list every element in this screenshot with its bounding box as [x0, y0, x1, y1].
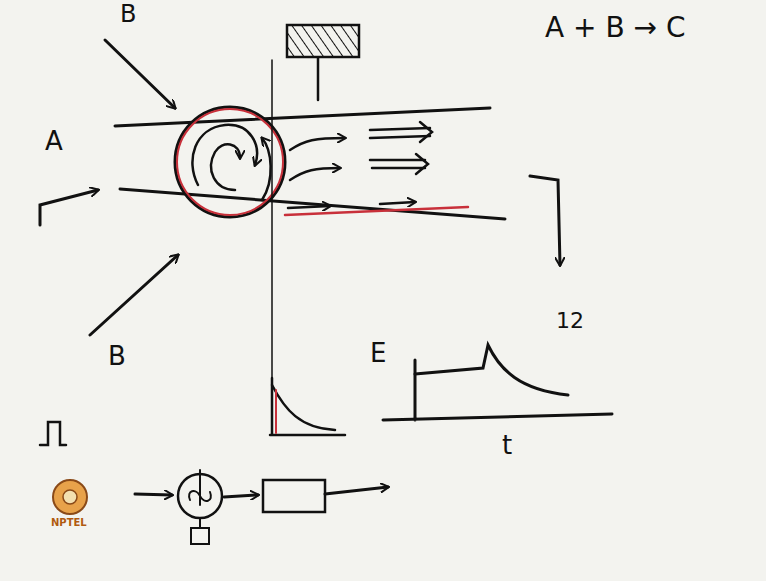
flow-arrow: [420, 122, 432, 142]
axis: [270, 378, 345, 435]
probe-stem: [317, 58, 320, 100]
logo-text: NPTEL: [51, 518, 87, 528]
feed-arrow: [90, 255, 178, 335]
motor-box: [191, 528, 209, 544]
flow-arrow: [224, 495, 258, 497]
flow-arrow: [370, 128, 430, 138]
bracket-arrow: [530, 176, 560, 265]
flow-arrow: [416, 154, 428, 174]
stirrer: [189, 470, 211, 505]
feed-label: B: [120, 2, 136, 26]
equation-label: A + B → C: [545, 14, 685, 42]
pipe-wall: [120, 189, 505, 219]
axis: [383, 360, 612, 420]
flow-arrow: [380, 202, 415, 204]
flow-arrow: [370, 160, 425, 168]
feed-label: A: [45, 128, 63, 154]
mixing-zone: [175, 107, 285, 217]
decay-curve: [272, 385, 335, 430]
red-marker: [275, 390, 277, 433]
pipe-wall: [115, 108, 490, 126]
flow-arrow: [135, 494, 172, 495]
swirl-arrow: [262, 138, 271, 200]
stirrer-shaft: [199, 518, 201, 528]
tube-reactor: [263, 480, 325, 512]
e-curve: [415, 345, 568, 395]
mixing-zone-red: [177, 109, 283, 215]
axis-label: t: [502, 432, 512, 458]
feed-arrow: [105, 40, 175, 108]
flow-arrow: [288, 206, 330, 208]
note-label: 12: [556, 310, 584, 332]
flow-arrow: [290, 138, 345, 150]
feed-arrow: [40, 190, 98, 225]
swirl-arrow: [211, 144, 240, 190]
logo: [53, 480, 87, 514]
flow-arrow: [290, 168, 340, 180]
probe-box: [287, 25, 359, 57]
flow-arrow: [325, 487, 388, 494]
feed-label: B: [108, 343, 126, 369]
wall-layer: [285, 207, 468, 215]
pulse-symbol: [40, 422, 66, 445]
swirl-arrow: [192, 125, 257, 185]
section-line: [271, 60, 273, 432]
axis-label: E: [370, 340, 386, 366]
